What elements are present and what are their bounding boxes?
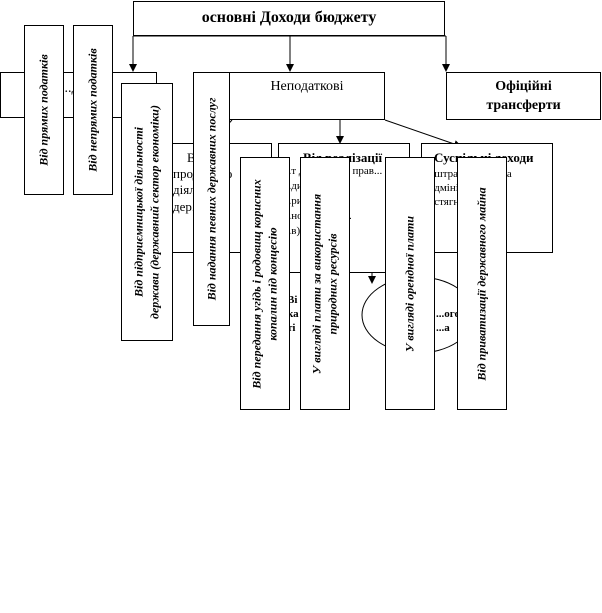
transfers-line2: трансферти — [486, 98, 561, 113]
nontax-box: Неподаткові — [229, 72, 385, 120]
direct-taxes-box: Від прямих податків — [24, 25, 64, 195]
transfers-box: Офіційні трансферти — [446, 72, 601, 120]
fragment-3: ті — [287, 322, 296, 334]
indirect-taxes-box: Від непрямих податків — [73, 25, 113, 195]
resources-box: У вигляді плати за використання природни… — [300, 157, 350, 410]
resources-label-1: У вигляді плати за використання — [309, 193, 324, 374]
rent-box: У вигляді орендної плати — [385, 157, 435, 410]
rent-label: У вигляді орендної плати — [402, 215, 417, 352]
services-label: Від надання певних державних послуг — [204, 97, 218, 301]
root-title: основні Доходи бюджету — [201, 9, 377, 26]
direct-taxes-label: Від прямих податків — [36, 54, 51, 166]
land-concession-box: Від передання угідь і родовищ корисних к… — [240, 157, 290, 410]
services-box: Від надання певних державних послуг — [193, 72, 230, 326]
fragment-2: ка — [287, 308, 299, 320]
arrow-to-third — [384, 119, 462, 148]
privatization-box: Від приватизації державного майна — [457, 157, 507, 410]
privatization-label: Від приватизації державного майна — [474, 186, 489, 381]
enterprise-label-1: Від підприємницької діяльності — [131, 126, 146, 298]
enterprise-box: Від підприємницької діяльності держави (… — [121, 83, 173, 341]
root-box: основні Доходи бюджету — [133, 1, 445, 36]
fragment-5: ...а — [436, 322, 450, 334]
fragment-1: Ві — [287, 294, 298, 306]
nontax-label: Неподаткові — [270, 79, 344, 94]
fragment-4: ...ого — [436, 308, 460, 320]
transfers-line1: Офіційні — [495, 79, 552, 94]
land-concession-label-2: копалин під концесію — [265, 226, 280, 341]
land-concession-label-1: Від передання угідь і родовищ корисних — [249, 178, 264, 389]
resources-label-2: природних ресурсів — [325, 232, 340, 335]
enterprise-label-2: держави (державний сектор економіки) — [147, 105, 162, 319]
indirect-taxes-label: Від непрямих податків — [85, 48, 100, 172]
